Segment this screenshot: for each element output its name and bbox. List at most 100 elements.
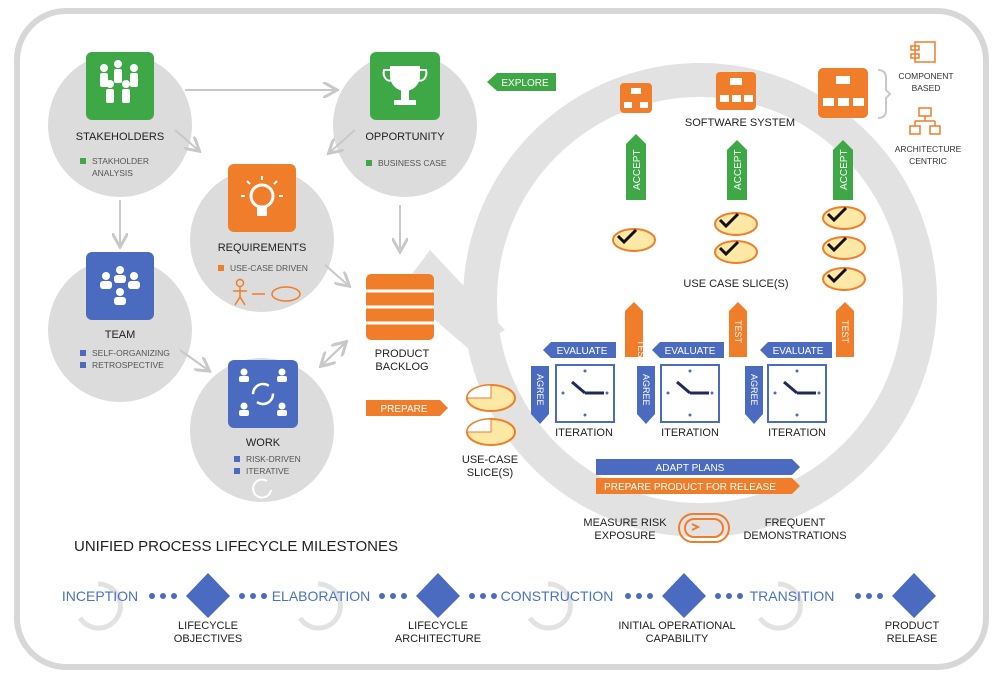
prepare-release-bar: PREPARE PRODUCT FOR RELEASE [596, 478, 800, 494]
svg-text:EVALUATE: EVALUATE [773, 346, 824, 357]
use-case-slices-left-1: USE-CASE [462, 454, 518, 466]
iteration-clock-1 [555, 364, 615, 423]
system-increment-2-icon [716, 72, 756, 110]
frequent-demos-1: FREQUENT [765, 517, 826, 529]
phase-transition: TRANSITION [750, 588, 835, 604]
architecture-icon [909, 107, 941, 135]
iterative-icon [252, 478, 272, 499]
people-glyphs [100, 60, 138, 103]
system-increment-3-icon [818, 68, 868, 118]
architecture-centric-1: ARCHITECTURE [895, 144, 962, 154]
stakeholders-label: STAKEHOLDERS [76, 131, 164, 143]
cycle-icon [678, 513, 730, 543]
svg-text:EVALUATE: EVALUATE [665, 346, 716, 357]
svg-text:ACCEPT: ACCEPT [839, 149, 850, 190]
backlog-label-1: PRODUCT [375, 348, 430, 360]
iteration-label-3: ITERATION [768, 427, 826, 439]
team-label: TEAM [105, 329, 136, 341]
svg-text:AGREE: AGREE [749, 374, 759, 406]
svg-text:ADAPT PLANS: ADAPT PLANS [656, 463, 725, 474]
milestones-title: UNIFIED PROCESS LIFECYCLE MILESTONES [74, 538, 398, 555]
test-arrow-1: TEST [625, 302, 646, 364]
svg-text:TEST: TEST [840, 320, 850, 344]
svg-text:AGREE: AGREE [641, 374, 651, 406]
evaluate-tag-3: EVALUATE [760, 342, 832, 358]
svg-text:TEST: TEST [636, 340, 646, 364]
work-icon [228, 360, 298, 428]
iteration-label-2: ITERATION [661, 427, 719, 439]
work-item-2: ITERATIVE [246, 466, 290, 476]
iteration-label-1: ITERATION [555, 427, 613, 439]
phase-inception: INCEPTION [62, 588, 138, 604]
flow-arrows [120, 90, 400, 370]
phase-elaboration: ELABORATION [272, 588, 371, 604]
opportunity-label: OPPORTUNITY [365, 131, 445, 143]
evaluate-tag-2: EVALUATE [652, 342, 724, 358]
agree-arrow-1: AGREE [531, 366, 549, 424]
actor-use-case-icon [233, 278, 301, 306]
milestone-3-line-2: CAPABILITY [646, 633, 709, 645]
test-arrow-2: TEST [729, 302, 747, 357]
diagram-frame [14, 8, 989, 670]
measure-risk-2: EXPOSURE [594, 530, 655, 542]
milestone-1-line-2: OBJECTIVES [174, 633, 242, 645]
milestone-4-line-1: PRODUCT [885, 620, 940, 632]
agree-arrow-3: AGREE [745, 366, 763, 424]
component-icon [910, 41, 936, 63]
work-label: WORK [246, 437, 281, 449]
team-icon [86, 252, 154, 320]
team-item-1: SELF-ORGANIZING [92, 348, 170, 358]
component-based-2: BASED [912, 83, 941, 93]
svg-text:ACCEPT: ACCEPT [733, 149, 744, 190]
test-arrow-3: TEST [836, 302, 854, 357]
milestone-phase-bg [77, 581, 803, 631]
evaluate-tag-1: EVALUATE [543, 342, 616, 358]
system-increment-1-icon [620, 83, 652, 113]
milestone-diamonds [186, 573, 936, 618]
explore-tag [487, 73, 556, 91]
svg-text:EVALUATE: EVALUATE [557, 346, 608, 357]
adapt-plans-bar: ADAPT PLANS [596, 459, 800, 475]
software-system-label: SOFTWARE SYSTEM [685, 117, 795, 129]
team-item-2: RETROSPECTIVE [92, 360, 164, 370]
requirements-item-1: USE-CASE DRIVEN [230, 263, 308, 273]
milestone-dots [149, 593, 883, 599]
milestone-1-line-1: LIFECYCLE [178, 620, 238, 632]
svg-text:AGREE: AGREE [535, 374, 545, 406]
milestone-2-line-1: LIFECYCLE [408, 620, 468, 632]
explore-label: EXPLORE [501, 78, 549, 89]
svg-text:PREPARE PRODUCT FOR RELEASE: PREPARE PRODUCT FOR RELEASE [604, 482, 776, 493]
milestone-2-line-2: ARCHITECTURE [395, 633, 481, 645]
milestone-4-line-2: RELEASE [887, 633, 938, 645]
bracket [877, 69, 892, 119]
component-based-1: COMPONENT [898, 71, 953, 81]
requirements-circle [190, 168, 334, 312]
prepare-label: PREPARE [380, 404, 427, 415]
use-case-slices-mid: USE CASE SLICE(S) [683, 278, 788, 290]
agree-arrow-2: AGREE [637, 366, 655, 424]
use-case-slices-left-2: SLICE(S) [467, 467, 513, 479]
accept-arrow-3: ACCEPT [833, 140, 853, 200]
svg-text:TEST: TEST [733, 320, 743, 344]
measure-risk-1: MEASURE RISK [583, 517, 667, 529]
requirements-label: REQUIREMENTS [218, 242, 307, 254]
lightbulb-icon [228, 164, 296, 232]
accept-arrow-1: ACCEPT [626, 134, 646, 200]
opportunity-item-1: BUSINESS CASE [378, 158, 447, 168]
stakeholders-item-2: ANALYSIS [92, 168, 133, 178]
work-item-1: RISK-DRIVEN [246, 454, 301, 464]
backlog-label-2: BACKLOG [375, 361, 428, 373]
backlog-icon [366, 274, 434, 340]
frequent-demos-2: DEMONSTRATIONS [743, 530, 846, 542]
stakeholders-item-1: STAKHOLDER [92, 156, 149, 166]
milestone-3-line-1: INITIAL OPERATIONAL [618, 620, 735, 632]
prepare-tag [366, 400, 448, 416]
iteration-clock-2 [660, 364, 720, 423]
svg-text:ACCEPT: ACCEPT [632, 149, 643, 190]
architecture-centric-2: CENTRIC [909, 156, 947, 166]
accept-arrow-2: ACCEPT [727, 140, 747, 200]
iteration-clock-3 [767, 364, 827, 423]
checked-slices [612, 206, 866, 291]
use-case-slice-icons-left [466, 384, 516, 446]
